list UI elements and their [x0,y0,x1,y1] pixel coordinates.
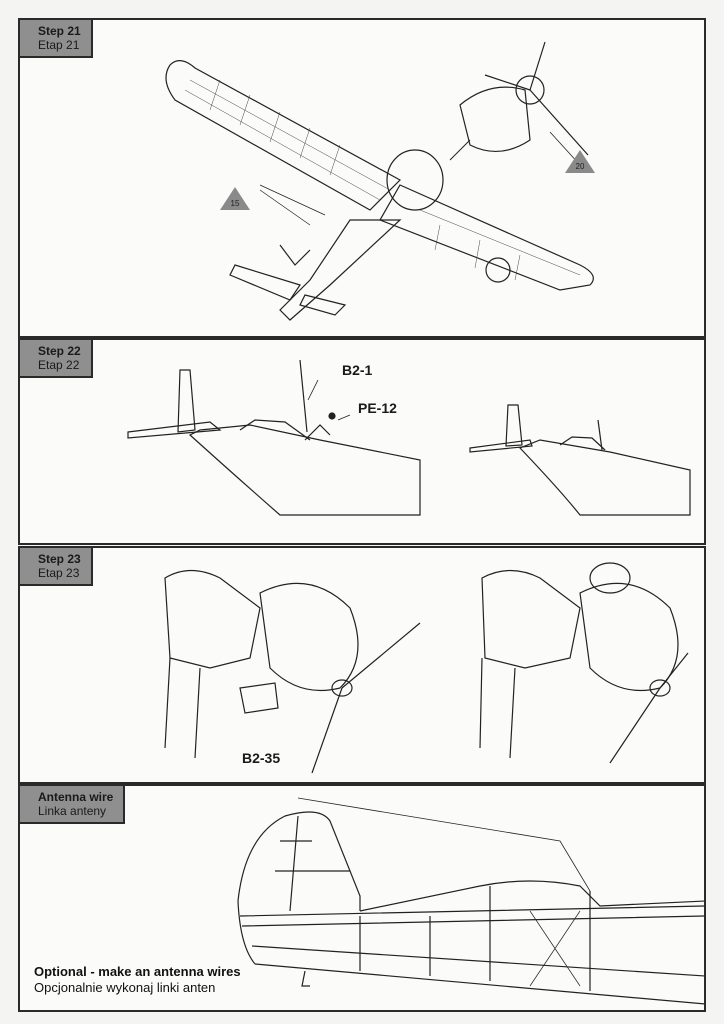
step-title: Step 22 [38,344,81,358]
step-title: Step 21 [38,24,81,38]
step-23-tag: Step 23 Etap 23 [20,548,93,586]
step-subtitle: Etap 22 [38,358,80,372]
step-title: Antenna wire [38,790,114,804]
ref-label-15: 15 [231,199,240,208]
antenna-wire-panel: Antenna wire Linka anteny Optional - mak… [18,784,706,1012]
step-22-panel: Step 22 Etap 22 B2-1 PE-12 [18,338,706,545]
antenna-note-en: Optional - make an antenna wires [34,964,241,979]
engine-cowling-drawing [164,562,689,774]
step-22-tag: Step 22 Etap 22 [20,340,93,378]
antenna-note: Optional - make an antenna wires Opcjona… [34,964,241,996]
step-subtitle: Etap 23 [38,566,80,580]
ref-label-20: 20 [576,162,585,171]
tail-side-view-drawing [237,797,704,1005]
antenna-note-pl: Opcjonalnie wykonaj linki anten [34,980,216,995]
ref-triangle-15: 15 [220,187,250,210]
step-subtitle: Etap 21 [38,38,80,52]
part-label-b2-1: B2-1 [342,362,373,378]
step-21-panel: Step 21 Etap 21 15 20 [18,18,706,338]
step-subtitle: Linka anteny [38,804,107,818]
grid-lines [184,79,581,281]
part-label-pe-12: PE-12 [358,400,397,416]
antenna-tag: Antenna wire Linka anteny [20,786,126,824]
part-label-b2-35: B2-35 [242,750,281,766]
ref-triangle-20: 20 [565,150,595,173]
step-title: Step 23 [38,552,81,566]
cockpit-antenna-drawing [127,359,691,516]
step-23-panel: Step 23 Etap 23 B2-35 [18,546,706,784]
step-21-tag: Step 21 Etap 21 [20,20,93,58]
